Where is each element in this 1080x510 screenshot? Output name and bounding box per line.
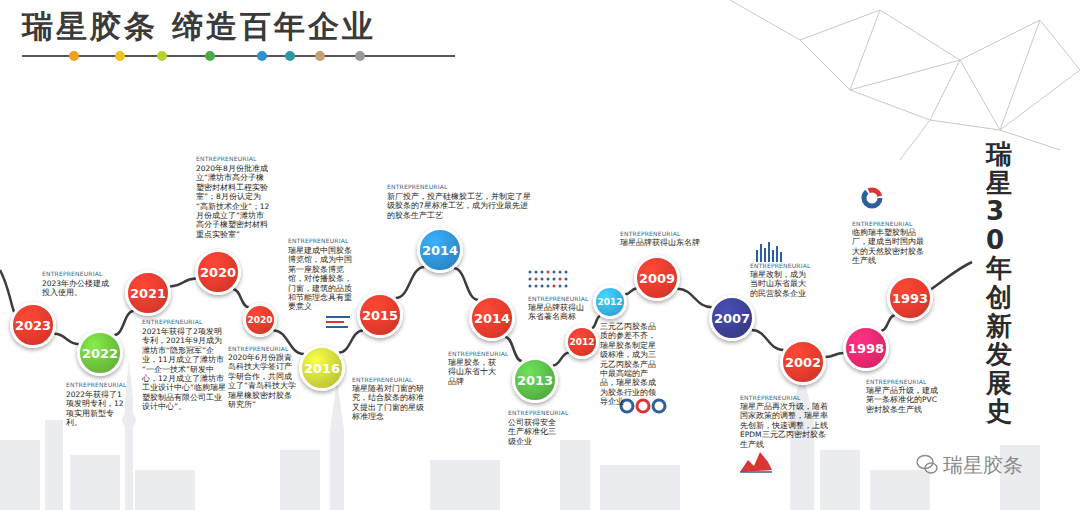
year-circle: 1998 (843, 325, 889, 371)
tag-label: ENTREPRENEURIAL (42, 270, 103, 277)
event-description: 三元乙丙胶条品质的参差不齐，瑞星胶条制定星级标准，成为三元乙丙胶条产品中最高端的… (600, 322, 658, 406)
timeline-wave (752, 330, 784, 350)
year-circle: 2002 (780, 339, 826, 385)
year-text: 2020 (200, 265, 236, 280)
timeline-wave (881, 315, 895, 330)
event-description: 2020年6月份跟青岛科技大学签订产学研合作，共同成立了“青岛科技大学瑞星橡胶密… (228, 353, 298, 409)
year-circle: 2012 (565, 325, 599, 359)
timeline-wave (170, 279, 196, 287)
timeline-wave (592, 316, 601, 328)
event-description: 2022年获得了1项发明专利，12项实用新型专利。 (66, 390, 124, 428)
timeline-wave (54, 334, 79, 344)
year-circle: 2014 (469, 295, 515, 341)
year-circle: 2012 (593, 285, 627, 319)
page-title: 瑞星胶条 缔造百年企业 (22, 6, 376, 48)
timeline-wave (825, 353, 843, 357)
year-circle: 2013 (512, 357, 558, 403)
year-text: 2022 (82, 346, 118, 361)
tag-label: ENTREPRENEURIAL (196, 155, 257, 162)
year-text: 2012 (569, 337, 594, 347)
tag-label: ENTREPRENEURIAL (620, 230, 681, 237)
event-description: 瑞星产品再次升级，随着国家政策的调整，瑞星率先创新，快速调整，上线EPDM三元乙… (740, 402, 832, 449)
vertical-heading: 瑞星30年创新发展史 (986, 140, 1012, 426)
year-text: 2016 (304, 361, 340, 376)
event-description: 瑞星品牌获得山东省著名商标 (528, 303, 586, 322)
event-description: 2020年8月份批准成立“潍坊市高分子橡塑密封材料工程实验室”；8月份认定为“高… (196, 164, 271, 239)
event-description: 2021年获得了2项发明专利，2021年9月成为潍坊市“隐形冠军”企业，11月成… (142, 327, 226, 411)
timeline-wave (114, 311, 133, 335)
timeline-wave (339, 331, 363, 353)
event-description: 2023年办公楼建成投入使用。 (42, 279, 112, 298)
event-description: 瑞星胶条，获得山东省十大品牌 (448, 358, 496, 386)
tag-label: ENTREPRENEURIAL (228, 345, 289, 352)
year-text: 2007 (714, 311, 750, 326)
year-text: 2012 (597, 297, 622, 307)
event-description: 瑞星产品升级，建成第一条标准化的PVC密封胶条生产线 (866, 386, 944, 414)
tag-label: ENTREPRENEURIAL (288, 237, 349, 244)
year-circle: 2022 (77, 330, 123, 376)
event-description: 瑞星品牌获得山东名牌 (620, 238, 730, 247)
year-text: 2002 (785, 355, 821, 370)
tag-label: ENTREPRENEURIAL (448, 350, 509, 357)
watermark: 瑞星胶条 (943, 452, 1023, 479)
year-text: 2021 (130, 286, 166, 301)
tag-label: ENTREPRENEURIAL (866, 378, 927, 385)
event-description: 新厂投产，投产硅橡胶工艺，并制定了星级胶条的7星标准工艺，成为行业最先进的胶条生… (387, 192, 532, 220)
event-description: 瑞星建成中国胶条博览馆，成为中国第一座胶条博览馆，对传播胶条，门窗，建筑的品质和… (288, 246, 354, 312)
network-mesh (730, 0, 1080, 160)
small-icons (326, 190, 937, 473)
timeline-wave (625, 288, 636, 294)
tag-label: ENTREPRENEURIAL (66, 381, 127, 388)
event-description: 公司获得安全生产标准化三级企业 (508, 418, 563, 446)
tag-label: ENTREPRENEURIAL (750, 262, 811, 269)
year-circle: 2020 (195, 249, 241, 295)
event-description: 瑞星随着对门窗的研究，结合胶条的标准又提出了门窗的星级标准理念 (352, 384, 428, 422)
tag-label: ENTREPRENEURIAL (508, 409, 569, 416)
year-text: 2020 (247, 315, 272, 325)
tag-label: ENTREPRENEURIAL (387, 183, 448, 190)
tag-label: ENTREPRENEURIAL (528, 295, 589, 302)
timeline-wave (454, 268, 478, 299)
year-text: 1993 (892, 291, 928, 306)
year-circle: 2023 (10, 302, 56, 348)
tag-label: ENTREPRENEURIAL (142, 318, 203, 325)
year-text: 2014 (474, 311, 510, 326)
event-description: 临朐瑞丰塑胶制品厂，建成当时国内最大的天然胶密封胶条生产线 (852, 228, 930, 266)
timeline-wave (553, 353, 569, 366)
year-circle: 2015 (357, 292, 403, 338)
timeline-wave (396, 267, 425, 298)
year-circle: 2009 (634, 255, 680, 301)
year-circle: 2014 (417, 227, 463, 273)
wechat-icon (917, 456, 937, 474)
tag-label: ENTREPRENEURIAL (852, 220, 913, 227)
year-text: 1998 (848, 341, 884, 356)
timeline-wave (505, 337, 522, 361)
title-rule (22, 51, 455, 61)
year-text: 2009 (639, 271, 675, 286)
timeline-wave (677, 289, 711, 307)
year-text: 2015 (362, 308, 398, 323)
tag-label: ENTREPRENEURIAL (352, 376, 413, 383)
timeline-wave (233, 289, 249, 307)
year-circle: 2016 (299, 345, 345, 391)
tag-label: ENTREPRENEURIAL (740, 394, 801, 401)
year-text: 2014 (422, 243, 458, 258)
year-text: 2023 (15, 318, 51, 333)
event-description: 瑞星改制，成为当时山东省最大的民营胶条企业 (750, 270, 808, 298)
year-circle: 2007 (709, 295, 755, 341)
year-circle: 1993 (887, 275, 933, 321)
year-circle: 2021 (125, 270, 171, 316)
year-circle: 2020 (243, 303, 277, 337)
year-text: 2013 (517, 373, 553, 388)
